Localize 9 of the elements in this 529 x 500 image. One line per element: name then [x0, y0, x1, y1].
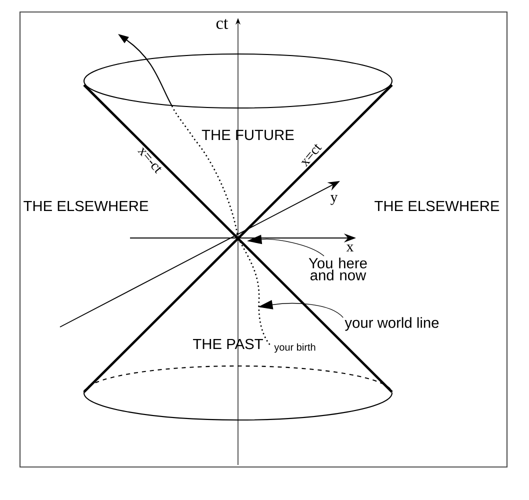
label: THE ELSEWHERE: [374, 200, 500, 212]
label: y: [330, 195, 338, 205]
callout-text: You here and now: [308, 258, 367, 280]
label: your birth: [274, 343, 316, 353]
label: ct: [216, 19, 228, 29]
callout-text: your world line: [344, 317, 439, 331]
label: x: [346, 244, 354, 252]
label: THE ELSEWHERE: [24, 200, 148, 212]
label: x=ct: [301, 144, 322, 167]
